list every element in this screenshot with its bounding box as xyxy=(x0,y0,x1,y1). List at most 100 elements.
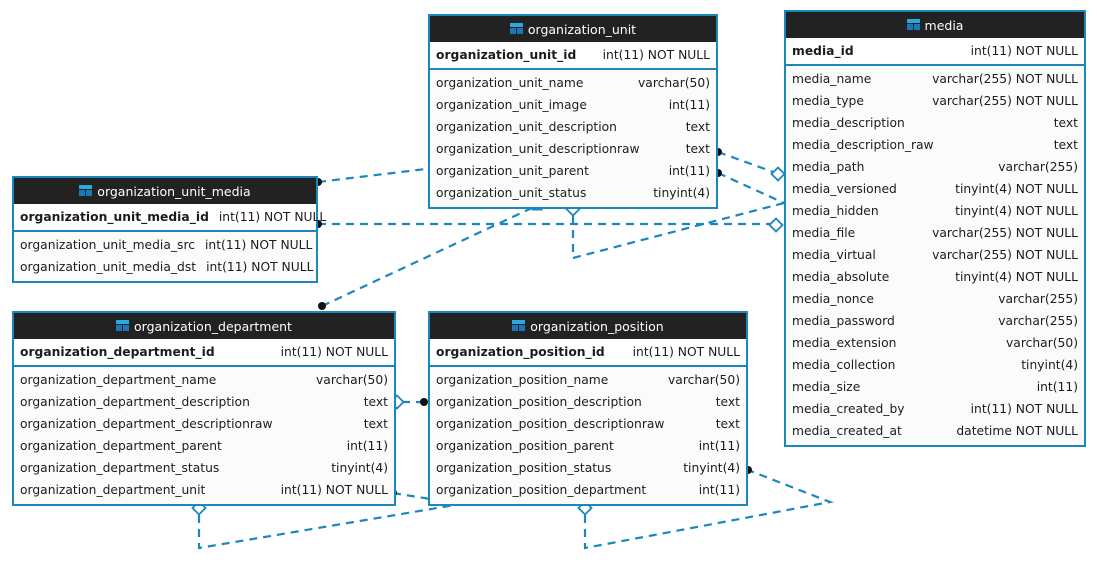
table-header[interactable]: organization_unit xyxy=(430,16,716,42)
column-type: int(11) xyxy=(1036,380,1078,394)
column-name: media_hidden xyxy=(792,204,879,218)
column-name: organization_department_name xyxy=(20,373,217,387)
primary-key-section: organization_position_id int(11) NOT NULL xyxy=(430,339,746,367)
table-header[interactable]: organization_unit_media xyxy=(14,178,316,204)
column-type: varchar(255) xyxy=(998,160,1078,174)
column-type: varchar(255) NOT NULL xyxy=(932,72,1078,86)
column-type: int(11) NOT NULL xyxy=(970,402,1078,416)
column-name: media_description xyxy=(792,116,905,130)
column-type: text xyxy=(715,395,740,409)
column-row: organization_unit_media_dst int(11) NOT N… xyxy=(14,256,316,278)
relationship-cardinality-diamond xyxy=(768,217,784,233)
relationship-endpoint-dot xyxy=(318,302,326,310)
column-type: varchar(255) xyxy=(998,314,1078,328)
table-icon xyxy=(79,179,93,196)
column-type: varchar(50) xyxy=(668,373,740,387)
column-name: organization_unit_media_dst xyxy=(20,260,197,274)
column-type: tinyint(4) xyxy=(653,186,710,200)
column-type: tinyint(4) NOT NULL xyxy=(955,270,1078,284)
column-list: organization_position_name varchar(50) org… xyxy=(430,367,746,504)
table-organization_department[interactable]: organization_department organization_depa… xyxy=(12,311,396,506)
table-organization_unit_media[interactable]: organization_unit_media organization_unit… xyxy=(12,176,326,283)
column-type: text xyxy=(363,417,388,431)
column-type: int(11) NOT NULL xyxy=(602,48,710,62)
column-type: int(11) xyxy=(346,439,388,453)
column-row: media_hidden tinyint(4) NOT NULL xyxy=(786,200,1084,222)
table-icon xyxy=(509,17,523,34)
column-name: organization_position_name xyxy=(436,373,609,387)
column-name: organization_unit_id xyxy=(436,48,577,62)
column-name: organization_department_unit xyxy=(20,483,206,497)
column-type: int(11) NOT NULL xyxy=(206,260,314,274)
rel-unit-media-dst-to-media xyxy=(314,217,784,233)
column-row: media_password varchar(255) xyxy=(786,310,1084,332)
column-name: media_size xyxy=(792,380,861,394)
column-list: organization_department_name varchar(50) o… xyxy=(14,367,394,504)
column-type: int(11) xyxy=(698,439,740,453)
column-name: organization_position_id xyxy=(436,345,605,359)
column-type: text xyxy=(685,120,710,134)
column-type: tinyint(4) NOT NULL xyxy=(955,204,1078,218)
column-name: media_password xyxy=(792,314,895,328)
column-type: text xyxy=(1053,138,1078,152)
column-row: media_path varchar(255) xyxy=(786,156,1084,178)
table-header[interactable]: organization_department xyxy=(14,313,394,339)
column-name: media_id xyxy=(792,44,854,58)
column-name: organization_department_status xyxy=(20,461,220,475)
column-type: varchar(255) NOT NULL xyxy=(932,226,1078,240)
primary-key-row: organization_unit_id int(11) NOT NULL xyxy=(430,42,716,68)
column-type: int(11) NOT NULL xyxy=(632,345,740,359)
column-type: varchar(50) xyxy=(316,373,388,387)
column-name: media_extension xyxy=(792,336,897,350)
column-row: organization_unit_media_src int(11) NOT N… xyxy=(14,234,316,256)
table-name: organization_unit xyxy=(527,21,637,37)
table-organization_unit[interactable]: organization_unit organization_unit_id int… xyxy=(428,14,718,209)
column-type: int(11) NOT NULL xyxy=(218,210,327,224)
column-name: media_nonce xyxy=(792,292,874,306)
relationship-endpoint-dot xyxy=(420,398,428,406)
column-name: organization_position_department xyxy=(436,483,647,497)
relationship-cardinality-diamond xyxy=(770,166,786,182)
column-name: organization_position_descriptionraw xyxy=(436,417,665,431)
table-icon xyxy=(906,13,920,30)
rel-unit-parent-to-media xyxy=(714,169,785,205)
column-name: organization_unit_descriptionraw xyxy=(436,142,640,156)
table-name: organization_department xyxy=(134,318,292,334)
column-list: organization_unit_media_src int(11) NOT N… xyxy=(14,232,316,281)
column-name: organization_unit_media_src xyxy=(20,238,195,252)
column-type: text xyxy=(685,142,710,156)
column-type: int(11) NOT NULL xyxy=(280,345,388,359)
column-type: text xyxy=(363,395,388,409)
primary-key-row: organization_position_id int(11) NOT NULL xyxy=(430,339,746,365)
column-type: int(11) NOT NULL xyxy=(280,483,388,497)
column-type: int(11) NOT NULL xyxy=(204,238,313,252)
column-name: organization_department_descriptionraw xyxy=(20,417,273,431)
rel-unit-status-down-to-media xyxy=(565,201,785,260)
column-name: media_path xyxy=(792,160,865,174)
rel-unit-image-to-media xyxy=(714,148,786,182)
column-row: organization_department_descriptionraw te… xyxy=(14,413,394,435)
table-header[interactable]: media xyxy=(786,12,1084,38)
table-name: organization_unit_media xyxy=(97,183,251,199)
column-row: organization_unit_descriptionraw text xyxy=(430,138,716,160)
table-header[interactable]: organization_position xyxy=(430,313,746,339)
